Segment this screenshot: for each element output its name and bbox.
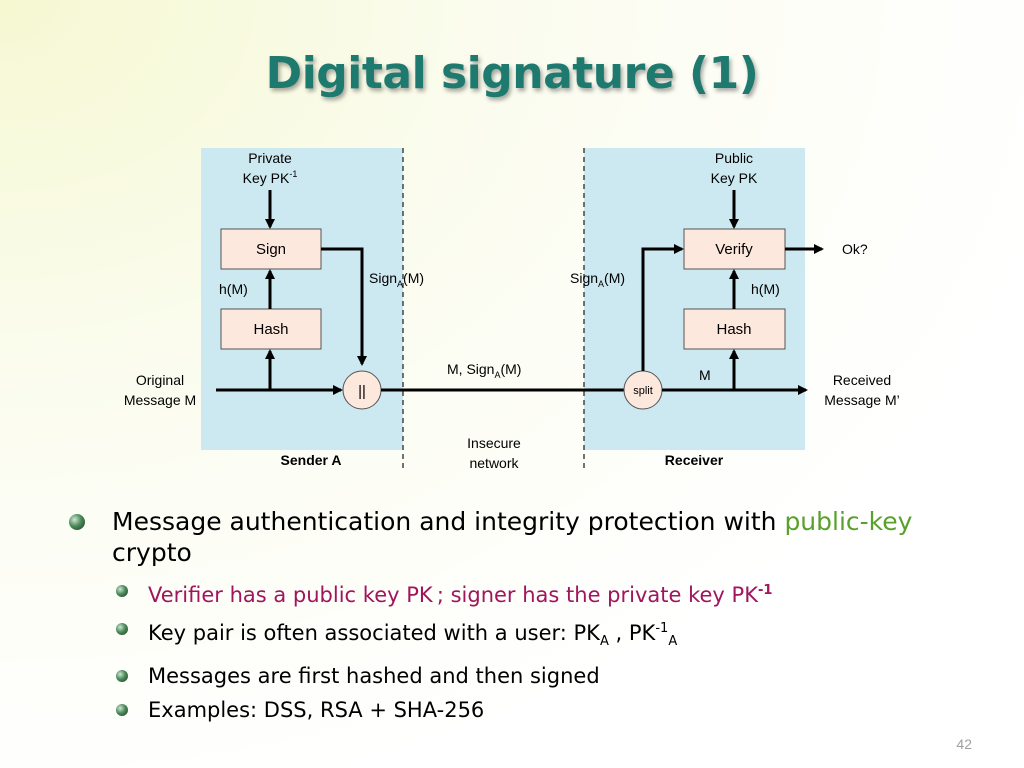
sub-bullet-2-sup: -1: [655, 621, 669, 636]
public-key-label-line2: Key PK: [711, 170, 758, 186]
bullet-highlight: public-key: [784, 507, 913, 536]
sub-bullet-icon: [116, 585, 128, 597]
original-message-line2: Message M: [124, 392, 196, 408]
bullet-text-end: crypto: [112, 538, 192, 567]
split-label: split: [633, 385, 653, 397]
bullet-icon: [69, 514, 85, 530]
bullet-text: Message authentication and integrity pro…: [112, 507, 785, 536]
sub-bullet-3-text: Messages are first hashed and then signe…: [148, 664, 600, 689]
sub-bullet-2-sub2: A: [668, 634, 678, 650]
sub-bullet-3: Messages are first hashed and then signe…: [66, 659, 966, 693]
hash-box-receiver-label: Hash: [716, 321, 751, 338]
sub-bullet-icon: [116, 623, 128, 635]
page-number: 42: [956, 736, 972, 752]
sub-bullet-2-mid: , PK: [608, 621, 656, 645]
original-message-line1: Original: [136, 372, 184, 388]
public-key-label-line1: Public: [715, 150, 753, 166]
network-label-line1: Insecure: [467, 435, 521, 451]
sub-bullet-1-text: Verifier has a public key PK ; signer ha…: [148, 583, 758, 607]
sign-box: [220, 228, 322, 270]
m-label: M: [699, 367, 711, 383]
network-label-line2: network: [469, 455, 519, 471]
slide-title: Digital signature (1): [265, 48, 759, 99]
received-message-line1: Received: [833, 372, 891, 388]
sub-bullet-1: Verifier has a public key PK ; signer ha…: [66, 574, 966, 612]
concat-symbol: ||: [358, 383, 366, 400]
receiver-region: [584, 148, 805, 450]
sub-bullet-icon: [116, 670, 128, 683]
private-key-label-line2: Key PK-1: [243, 169, 298, 186]
bullet-list: Message authentication and integrity pro…: [66, 506, 966, 727]
sub-bullet-4-text: Examples: DSS, RSA + SHA-256: [148, 698, 485, 723]
sub-bullet-2-sub1: A: [599, 634, 609, 650]
sign-label-sender: SignA(M): [369, 270, 424, 289]
bullet-item-main: Message authentication and integrity pro…: [66, 506, 966, 568]
network-message-label: M, SignA(M): [447, 361, 521, 380]
hm-receiver-label: h(M): [751, 281, 780, 297]
arrow-sign-to-concat: [321, 247, 367, 366]
sign-label-receiver: SignA(M): [570, 270, 625, 289]
arrow-split-to-verify: [641, 244, 684, 371]
private-key-label-line1: Private: [248, 150, 292, 166]
sub-bullet-icon: [116, 704, 128, 717]
sign-box-label: Sign: [256, 241, 286, 258]
ok-label: Ok?: [842, 241, 868, 257]
sub-bullet-2: Key pair is often associated with a user…: [66, 612, 966, 659]
sub-bullet-2-text: Key pair is often associated with a user…: [148, 621, 600, 645]
sender-region-label: Sender A: [281, 452, 342, 468]
sub-bullet-4: Examples: DSS, RSA + SHA-256: [66, 693, 966, 727]
signature-diagram: Private Key PK-1 Public Key PK Sign Hash…: [124, 148, 900, 472]
hash-box-sender-label: Hash: [253, 321, 288, 338]
received-message-line2: Message M’: [824, 392, 899, 408]
sub-bullet-1-sup: -1: [757, 583, 773, 598]
hm-sender-label: h(M): [219, 281, 248, 297]
verify-box-label: Verify: [715, 241, 753, 258]
hash-box-receiver: [683, 308, 786, 350]
receiver-region-label: Receiver: [665, 452, 724, 468]
